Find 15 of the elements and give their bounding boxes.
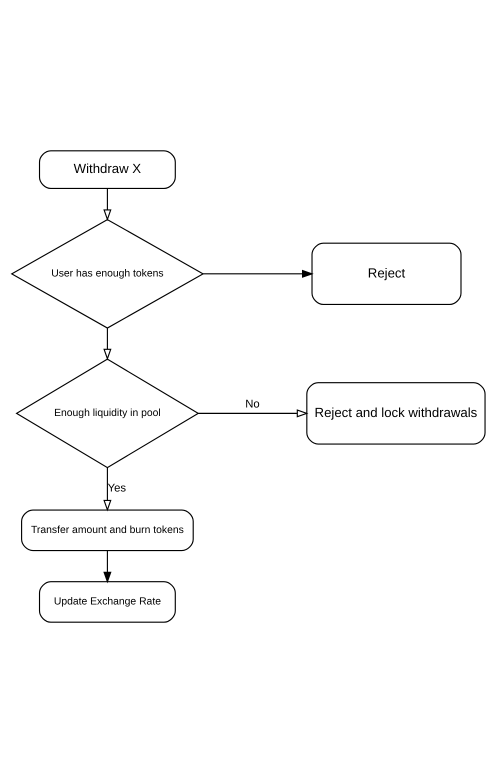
- node-box: Reject: [311, 242, 462, 305]
- arrow: [203, 269, 314, 278]
- node-box: Update Exchange Rate: [38, 580, 176, 622]
- arrow: [198, 408, 308, 417]
- node-box: Transfer amount and burn tokens: [21, 508, 194, 551]
- node-diamond: Enough liquidity in pool: [15, 358, 200, 468]
- arrow: [103, 328, 112, 360]
- edge-label: No: [245, 398, 260, 410]
- arrow: [103, 467, 112, 512]
- node-box: Withdraw X: [38, 150, 176, 189]
- arrow: [103, 188, 112, 221]
- node-box: Reject and lock withdrawals: [306, 382, 486, 444]
- node-diamond: User has enough tokens: [10, 218, 204, 328]
- edge-label: Yes: [108, 482, 126, 494]
- arrow: [103, 550, 112, 583]
